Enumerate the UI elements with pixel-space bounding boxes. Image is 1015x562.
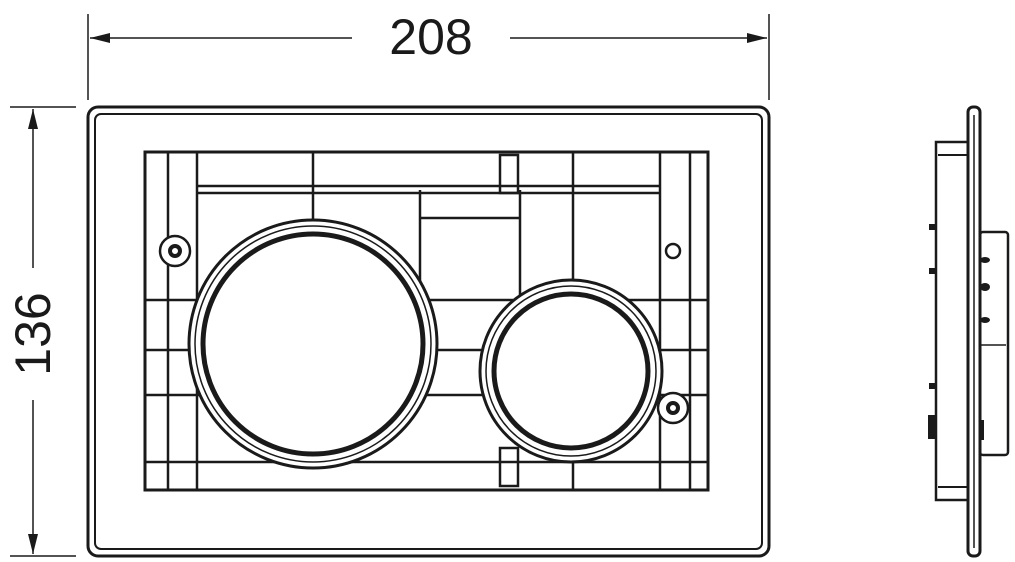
height-dimension bbox=[10, 106, 76, 557]
large-flush-button bbox=[187, 218, 439, 470]
width-dimension bbox=[87, 14, 770, 100]
height-dimension-label: 136 bbox=[5, 292, 61, 375]
small-flush-button bbox=[478, 278, 664, 464]
side-view bbox=[928, 105, 1010, 558]
screw-holes bbox=[158, 234, 690, 425]
width-dimension-label: 208 bbox=[389, 9, 472, 65]
front-view-plate bbox=[86, 105, 771, 558]
